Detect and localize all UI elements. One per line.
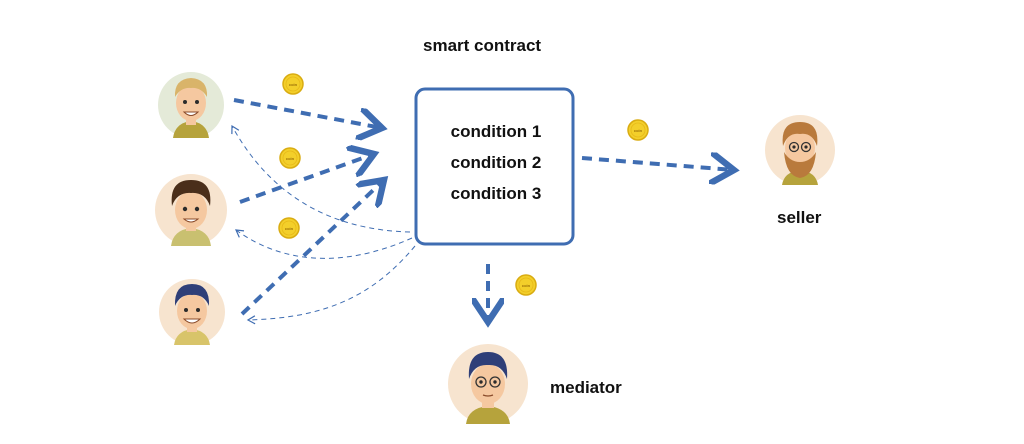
coin-icon: coin [515,274,537,296]
smart-contract-title: smart contract [423,36,542,55]
svg-text:coin: coin [634,128,643,133]
coin-icon: coin [278,217,300,239]
smart-contract-box [414,87,575,246]
return-arrow-buyer-3 [246,245,416,325]
seller-label: seller [777,208,822,227]
condition-2-label: condition 2 [450,153,542,172]
arrow-buyer-3-to-contract [240,180,384,316]
return-arrow-buyer-2 [235,229,413,259]
return-arrow-buyer-1 [231,124,411,233]
buyer-3-avatar [159,279,225,345]
mediator-label: mediator [550,378,622,397]
svg-text:coin: coin [286,156,295,161]
arrow-buyer-1-to-contract [233,98,382,128]
coin-icon: coin [279,147,301,169]
buyer-2-avatar [155,174,227,246]
arrow-contract-to-seller [581,158,734,170]
condition-3-label: condition 3 [450,184,542,203]
condition-1-label: condition 1 [450,122,542,141]
coin-icon: coin [282,73,304,95]
coin-icon: coin [627,119,649,141]
svg-text:coin: coin [285,226,294,231]
svg-text:coin: coin [289,82,298,87]
mediator-avatar [448,344,528,424]
seller-avatar [765,115,835,185]
arrow-buyer-2-to-contract [239,154,374,204]
buyer-1-avatar [158,72,224,138]
svg-text:coin: coin [522,283,531,288]
